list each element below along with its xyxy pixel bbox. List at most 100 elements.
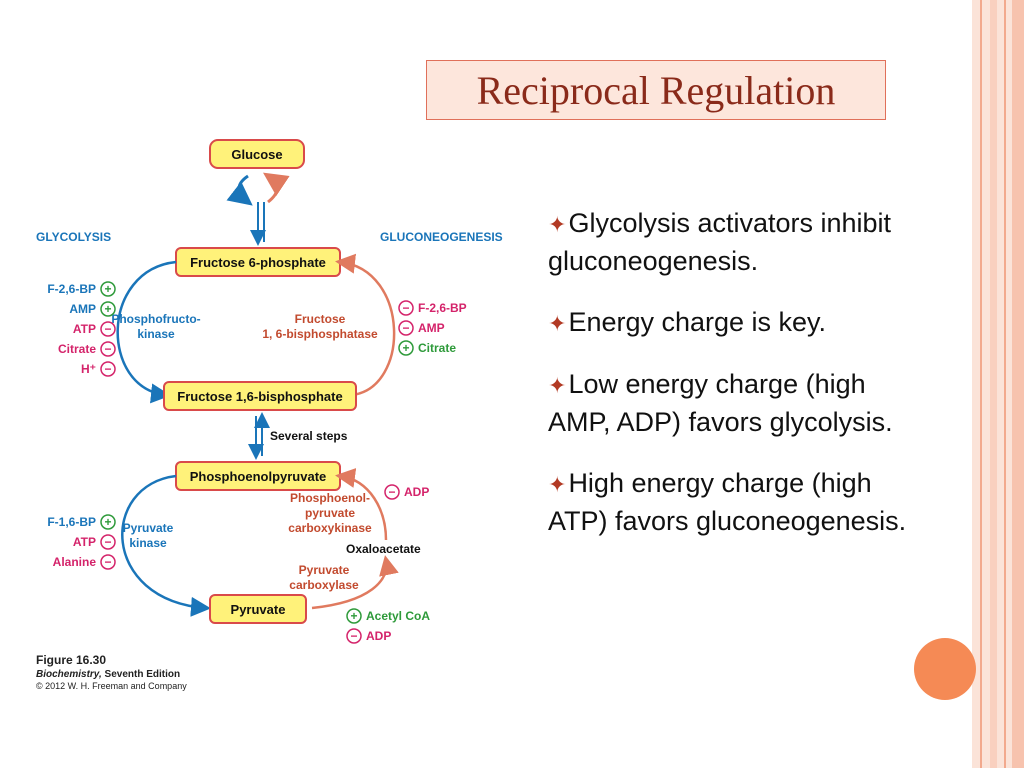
- pyruvate-node: Pyruvate: [209, 594, 307, 624]
- pk-label-1: Pyruvate: [123, 521, 174, 535]
- glycolysis-header: GLYCOLYSIS: [36, 230, 111, 244]
- regulator-name: Acetyl CoA: [366, 609, 430, 623]
- f6p-label: Fructose 6-phosphate: [190, 255, 326, 270]
- activator-icon: [100, 281, 116, 297]
- regulator-name: F-1,6-BP: [47, 515, 96, 529]
- regulator-name: AMP: [69, 302, 96, 316]
- regulator-name: Citrate: [58, 342, 96, 356]
- pfk-regulators: F-2,6-BP + AMP + ATP − Citrate − H⁺ −: [47, 281, 116, 377]
- svg-text:+: +: [104, 515, 111, 529]
- bullet-list: ✦Glycolysis activators inhibit gluconeog…: [548, 205, 928, 564]
- pk-regulators: F-1,6-BP + ATP − Alanine −: [47, 514, 116, 570]
- regulator-name: F-2,6-BP: [47, 282, 96, 296]
- pc-arrow: [311, 555, 399, 610]
- inhibitor-icon: [384, 484, 400, 500]
- inhibitor-icon: [100, 361, 116, 377]
- glucose-label: Glucose: [231, 147, 282, 162]
- inhibitor-icon: [100, 534, 116, 550]
- svg-text:−: −: [104, 362, 111, 376]
- glucose-node: Glucose: [209, 139, 305, 169]
- pepck-regulators: − ADP: [384, 484, 429, 500]
- pepck-label-1: Phosphoenol-: [290, 491, 370, 505]
- bullet-item: ✦Energy charge is key.: [548, 304, 928, 342]
- fbpase-label-1: Fructose: [295, 312, 346, 326]
- pk-label-2: kinase: [129, 536, 167, 550]
- svg-text:−: −: [104, 342, 111, 356]
- fructose-6-phosphate-node: Fructose 6-phosphate: [175, 247, 341, 277]
- star-bullet-icon: ✦: [548, 373, 567, 398]
- figure-source: Biochemistry, Seventh Edition: [36, 669, 180, 680]
- activator-icon: [100, 301, 116, 317]
- bullet-item: ✦Low energy charge (high AMP, ADP) favor…: [548, 366, 928, 441]
- regulator-name: ADP: [404, 485, 429, 499]
- bullet-text: Glycolysis activators inhibit gluconeoge…: [548, 208, 892, 276]
- svg-text:−: −: [104, 555, 111, 569]
- inhibitor-icon: [100, 321, 116, 337]
- star-bullet-icon: ✦: [548, 472, 567, 497]
- pepck-label-3: carboxykinase: [288, 521, 372, 535]
- svg-text:+: +: [104, 302, 111, 316]
- regulator-name: ATP: [73, 322, 96, 336]
- regulator-name: ADP: [366, 629, 391, 643]
- figure-number: Figure 16.30: [36, 653, 106, 667]
- several-steps-label: Several steps: [270, 429, 348, 443]
- svg-text:+: +: [402, 341, 409, 355]
- slide-title: Reciprocal Regulation: [476, 68, 836, 113]
- svg-text:+: +: [104, 282, 111, 296]
- star-bullet-icon: ✦: [548, 311, 567, 336]
- inhibitor-icon: [398, 300, 414, 316]
- bullet-item: ✦Glycolysis activators inhibit gluconeog…: [548, 205, 928, 280]
- regulator-name: Citrate: [418, 341, 456, 355]
- fructose-1-6-bisphosphate-node: Fructose 1,6-bisphosphate: [163, 381, 357, 411]
- oxaloacetate-label: Oxaloacetate: [346, 542, 421, 556]
- inhibitor-icon: [100, 341, 116, 357]
- pepck-label-2: pyruvate: [305, 506, 355, 520]
- regulator-name: ATP: [73, 535, 96, 549]
- phosphoenolpyruvate-node: Phosphoenolpyruvate: [175, 461, 341, 491]
- regulator-name: AMP: [418, 321, 445, 335]
- regulator-name: Alanine: [53, 555, 97, 569]
- pk-arrow: [121, 474, 211, 617]
- svg-text:−: −: [402, 321, 409, 335]
- pathway-diagram: GLYCOLYSIS GLUCONEOGENESIS Glucose Fruct…: [36, 139, 503, 691]
- activator-icon: [346, 608, 362, 624]
- regulator-name: H⁺: [81, 362, 96, 376]
- f16bp-label: Fructose 1,6-bisphosphate: [177, 389, 342, 404]
- fbpase-arrow: [335, 253, 396, 397]
- svg-text:−: −: [402, 301, 409, 315]
- inhibitor-icon: [100, 554, 116, 570]
- pc-regulators: + Acetyl CoA − ADP: [346, 608, 430, 644]
- inhibitor-icon: [346, 628, 362, 644]
- star-bullet-icon: ✦: [548, 212, 567, 237]
- pyruvate-label: Pyruvate: [231, 602, 286, 617]
- activator-icon: [100, 514, 116, 530]
- slide-border-stripes: [972, 0, 1024, 768]
- pc-label-1: Pyruvate: [299, 563, 350, 577]
- pfk-label-2: kinase: [137, 327, 175, 341]
- regulator-name: F-2,6-BP: [418, 301, 467, 315]
- glucose-blue-arrow: [226, 174, 253, 206]
- activator-icon: [398, 340, 414, 356]
- svg-text:−: −: [104, 322, 111, 336]
- fbpase-regulators: − F-2,6-BP − AMP + Citrate: [398, 300, 467, 356]
- glucose-salmon-arrow: [263, 172, 290, 204]
- fbpase-label-2: 1, 6-bisphosphatase: [262, 327, 378, 341]
- gluconeogenesis-header: GLUCONEOGENESIS: [380, 230, 503, 244]
- bullet-text: Energy charge is key.: [568, 307, 827, 337]
- pep-label: Phosphoenolpyruvate: [190, 469, 327, 484]
- inhibitor-icon: [398, 320, 414, 336]
- bullet-text: High energy charge (high ATP) favors glu…: [548, 468, 907, 536]
- bullet-text: Low energy charge (high AMP, ADP) favors…: [548, 369, 893, 437]
- bullet-item: ✦High energy charge (high ATP) favors gl…: [548, 465, 928, 540]
- svg-text:−: −: [104, 535, 111, 549]
- svg-text:−: −: [388, 485, 395, 499]
- svg-text:−: −: [350, 629, 357, 643]
- title-box: Reciprocal Regulation: [426, 60, 886, 120]
- pc-label-2: carboxylase: [289, 578, 359, 592]
- pfk-arrow: [116, 260, 177, 404]
- accent-dot: [914, 638, 976, 700]
- pepck-arrow: [335, 468, 388, 541]
- pfk-label-1: Phosphofructo-: [111, 312, 200, 326]
- figure-copyright: © 2012 W. H. Freeman and Company: [36, 681, 187, 691]
- svg-text:+: +: [350, 609, 357, 623]
